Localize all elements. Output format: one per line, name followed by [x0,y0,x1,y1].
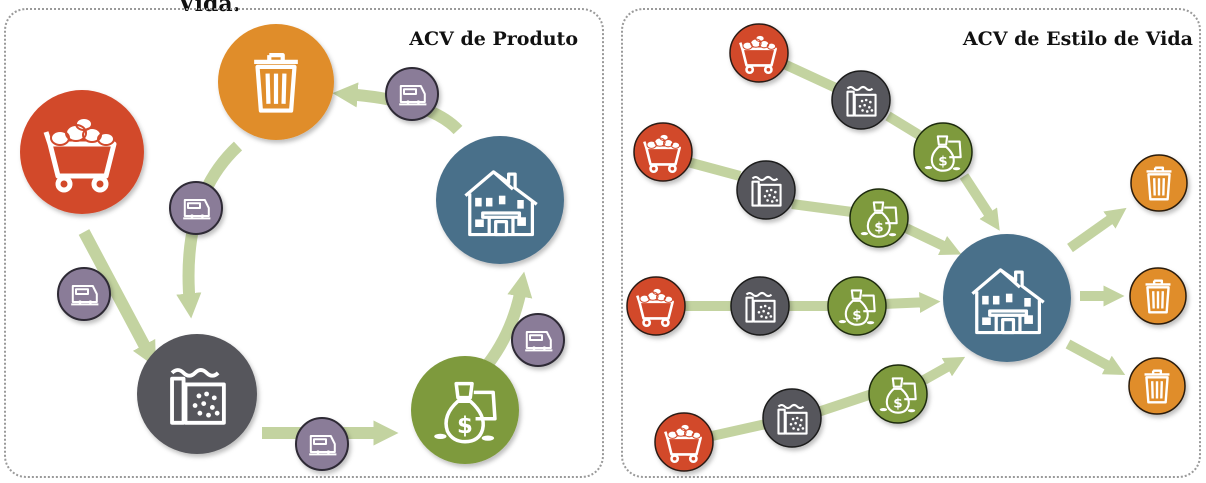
disposal-stage [1128,357,1186,415]
product-transport-steps [57,67,565,471]
flow-arrow [885,111,927,143]
product-lca-title: ACV de Produto [409,28,578,50]
lifestyle-manufacturing-stages [730,70,891,448]
flow-arrow [883,291,941,313]
product-stage-disposal [218,24,334,140]
flow-arrow [903,223,962,255]
transport-step [385,67,439,121]
lifestyle-lca-title: ACV de Estilo de Vida [962,28,1193,50]
lifestyle-lca-panel: ACV de Estilo de Vida [621,8,1201,478]
transport-step [295,417,349,471]
extraction-stage [633,122,693,182]
lifestyle-extraction-stages [626,23,789,472]
flow-arrow [781,59,839,93]
trash-can-icon [1143,369,1171,404]
trash-can-icon [1144,279,1172,314]
manufacturing-stage [831,70,891,130]
flow-arrow [959,173,1000,231]
flow-arrow [921,356,966,385]
lifestyle-flow-arrows [682,59,1127,441]
product-stage-use [436,136,564,264]
extraction-stage [729,23,789,83]
purchase-stage [913,122,973,182]
flow-arrow [791,199,853,217]
lifestyle-disposal-stages [1128,154,1188,415]
flow-arrow [1067,207,1127,253]
manufacturing-stage [762,388,822,448]
transport-step [57,267,111,321]
flow-arrow [78,229,156,368]
purchase-stage [868,364,928,424]
lifestyle-stage-use [943,234,1071,362]
flow-arrow [816,389,874,417]
extraction-stage [654,412,714,472]
manufacturing-stage [736,160,796,220]
trash-can-icon [1145,166,1173,201]
flow-arrow [483,271,533,368]
disposal-stage [1130,154,1188,212]
purchase-stage [827,276,887,336]
purchase-stage [849,188,909,248]
manufacturing-stage [730,276,790,336]
extraction-stage [626,276,686,336]
flow-arrow [710,419,768,441]
flow-arrow [1065,339,1126,376]
trash-can-icon [254,55,298,110]
product-stage-extraction [20,90,144,214]
product-lca-panel: ACV de Produto [4,8,604,478]
lifestyle-purchase-stages [827,122,973,424]
transport-step [169,181,223,235]
flow-arrow [686,157,742,181]
product-stage-purchase [411,356,519,464]
transport-step [511,313,565,367]
product-stage-manufacturing [137,334,257,454]
disposal-stage [1129,267,1187,325]
